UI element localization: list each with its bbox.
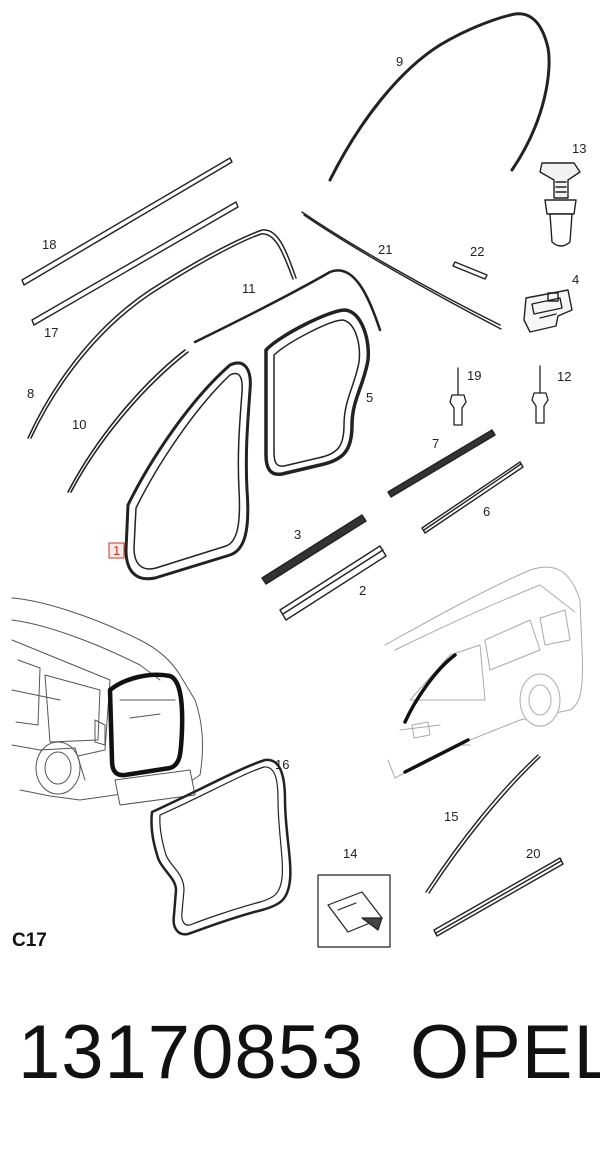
callout-10: 10: [72, 417, 86, 432]
part-20-trim-strip: [433, 857, 564, 937]
callout-17: 17: [44, 325, 58, 340]
callout-13: 13: [572, 141, 586, 156]
part-4-bracket: [523, 289, 573, 333]
callout-3: 3: [294, 527, 301, 542]
callout-21: 21: [378, 242, 392, 257]
callout-18: 18: [42, 237, 56, 252]
callout-7: 7: [432, 436, 439, 451]
part-19-pin-clip: [449, 367, 467, 426]
part-number: 13170853: [18, 1010, 365, 1095]
callout-5: 5: [366, 390, 373, 405]
callout-1-box: [108, 542, 125, 559]
part-10-roof-trim: [67, 349, 189, 493]
callout-2: 2: [359, 583, 366, 598]
part-21-trim-strip: [301, 211, 502, 330]
callout-15: 15: [444, 809, 458, 824]
part-7-sill-strip: [387, 429, 496, 498]
part-13-clip: [539, 162, 581, 247]
part-22-strip: [452, 261, 488, 280]
car-rear-tailgate-seal: [107, 672, 185, 778]
part-12-pin-clip: [531, 365, 549, 424]
callout-8: 8: [27, 386, 34, 401]
part-2-sill-strip: [279, 545, 387, 621]
brand-name: OPEL: [410, 1010, 600, 1095]
callout-6: 6: [483, 504, 490, 519]
callout-4: 4: [572, 272, 579, 287]
part-16-tailgate-seal: [150, 758, 292, 936]
callout-19: 19: [467, 368, 481, 383]
part-1-front-door-seal: [124, 361, 252, 581]
part-5-rear-door-seal: [264, 308, 371, 477]
part-11-roof-trim: [193, 269, 382, 344]
part-3-sill-strip: [261, 514, 367, 585]
callout-16: 16: [275, 757, 289, 772]
part-17-trim-strip: [31, 201, 239, 326]
callout-1: 1: [113, 543, 120, 558]
part-15-trim-strip: [425, 754, 541, 894]
callout-12: 12: [557, 369, 571, 384]
part-14-adhesive-pad: [317, 874, 391, 948]
part-8-front-door-trim: [27, 229, 297, 439]
car-rear-illustration: [11, 597, 203, 806]
section-code: C17: [12, 930, 47, 951]
car-side-illustration: [384, 566, 583, 779]
part-9-rear-door-frame-trim: [328, 12, 551, 182]
car-side-door-seal: [403, 653, 470, 774]
callout-20: 20: [526, 846, 540, 861]
callout-11: 11: [242, 281, 256, 296]
callout-9: 9: [396, 54, 403, 69]
callout-labels: 9 13 18 21 22 4 17 11 8 5 10 19 12 7 1 3…: [12, 54, 586, 951]
callout-22: 22: [470, 244, 484, 259]
part-6-sill-strip: [421, 461, 524, 534]
callout-14: 14: [343, 846, 357, 861]
part-18-trim-strip: [21, 157, 233, 286]
